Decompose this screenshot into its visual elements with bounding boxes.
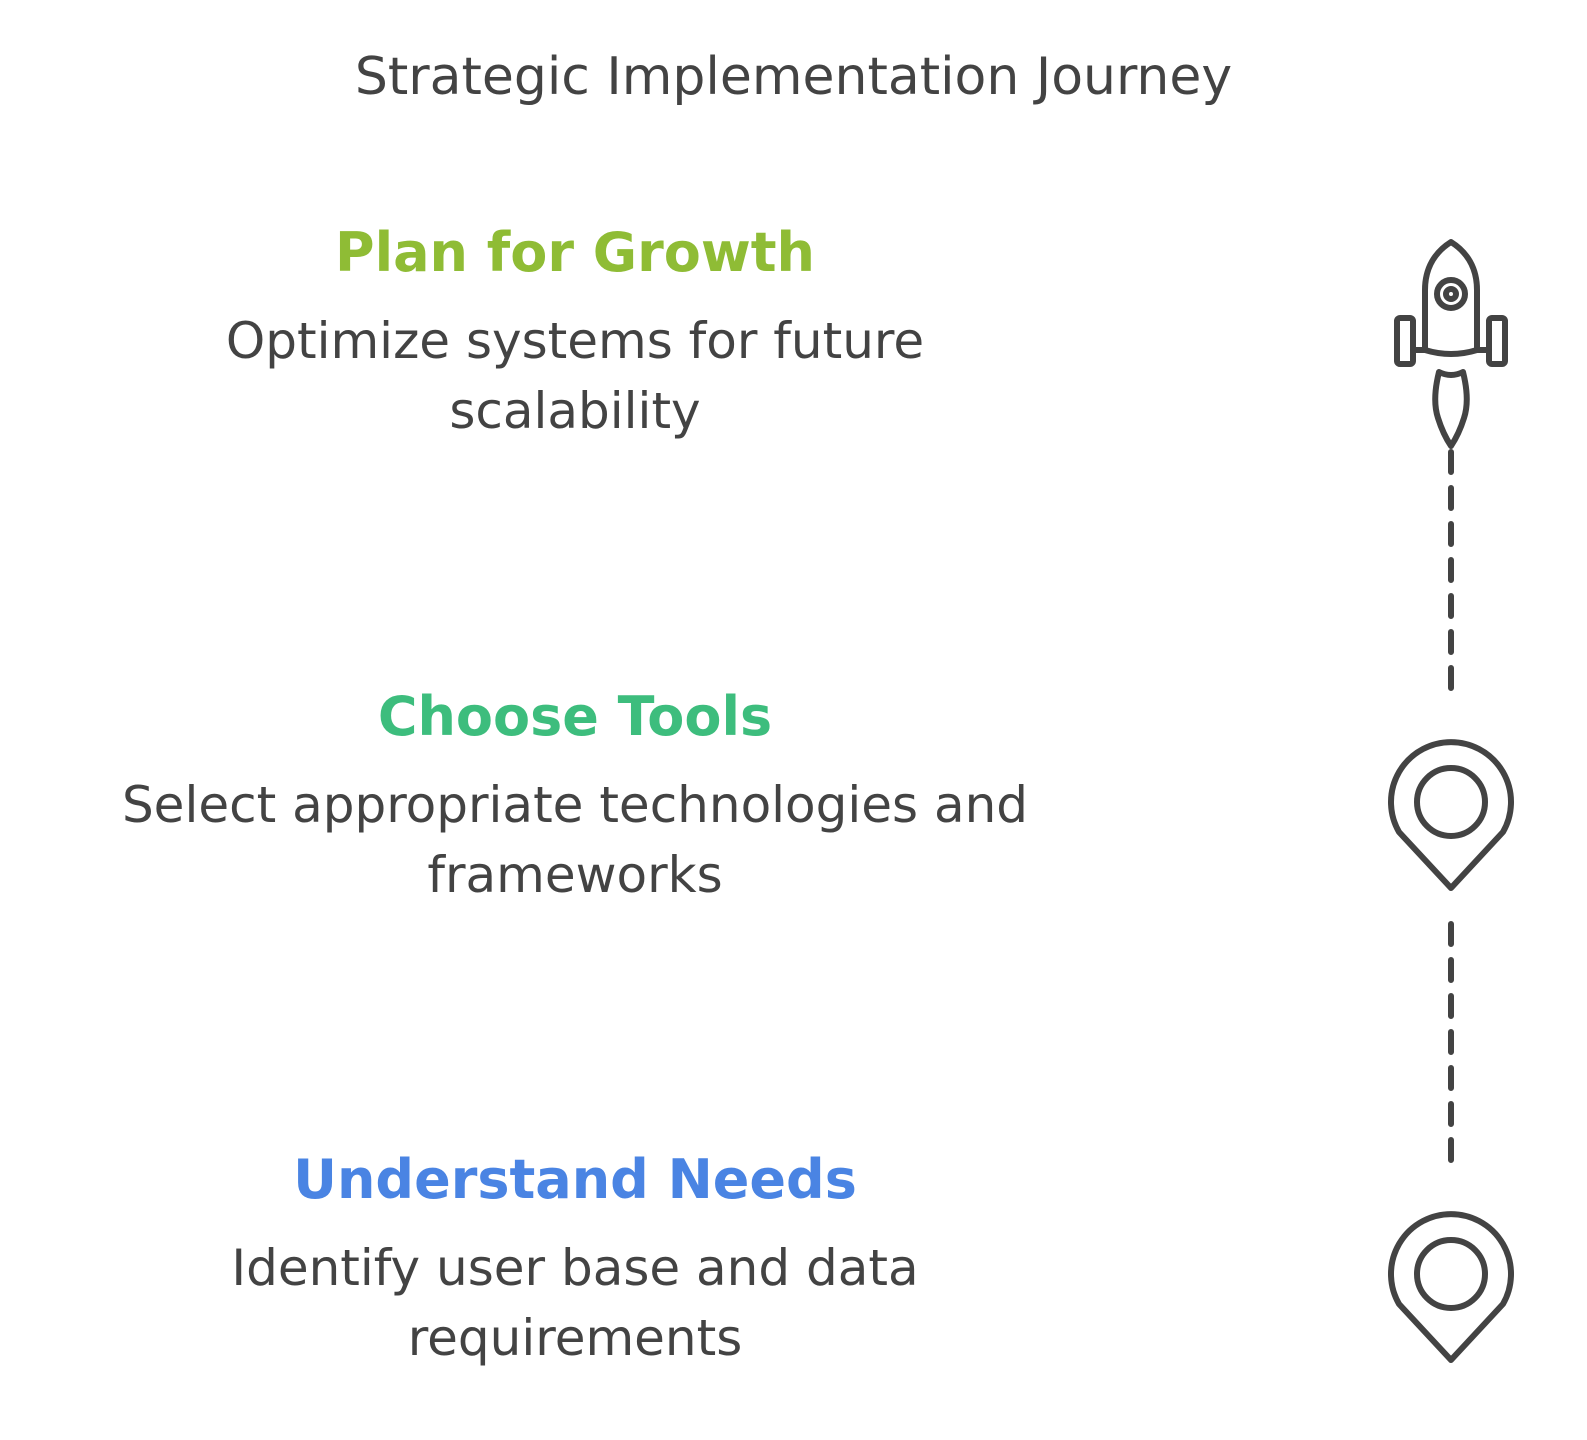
step-understand-needs: Understand Needs Identify user base and …	[0, 1145, 1150, 1373]
step-description: Select appropriate technologies and fram…	[121, 776, 1029, 904]
step-plan-for-growth: Plan for Growth Optimize systems for fut…	[0, 218, 1150, 446]
step-description: Identify user base and data requirements	[231, 1239, 919, 1367]
step-heading: Plan for Growth	[335, 221, 815, 284]
diagram-title: Strategic Implementation Journey	[354, 47, 1233, 107]
step-description: Optimize systems for future scalability	[225, 312, 925, 440]
map-pin-icon	[1388, 739, 1514, 891]
step-choose-tools: Choose Tools Select appropriate technolo…	[0, 682, 1150, 910]
step-heading: Choose Tools	[377, 685, 773, 748]
rocket-icon	[1394, 239, 1508, 449]
step-heading: Understand Needs	[293, 1148, 857, 1211]
map-pin-icon	[1388, 1211, 1514, 1363]
